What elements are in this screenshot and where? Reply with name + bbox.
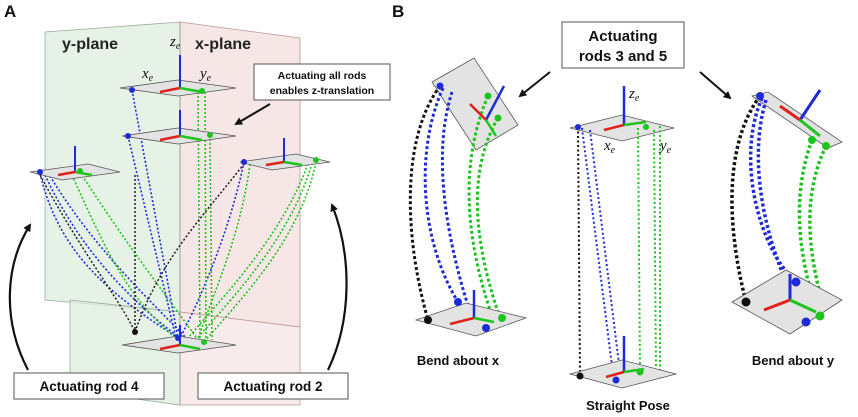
caption-bend-y: Bend about y [752,353,835,368]
rods-bend-left [39,171,199,343]
svg-text:Actuating rod 4: Actuating rod 4 [39,379,138,394]
z-e-label: ze [169,34,181,52]
pose-bend-about-x [408,57,528,337]
svg-text:Actuating: Actuating [588,28,657,45]
callout-rods-3-5: Actuating rods 3 and 5 [518,21,732,100]
pose-straight [568,86,678,389]
arrow-rod-4 [8,223,32,371]
panel-b: B Actuating rods 3 and 5 [392,2,843,413]
panel-a: A y-plane x-plane ze [4,2,391,406]
panel-b-letter: B [392,2,404,21]
svg-text:Actuating rod 2: Actuating rod 2 [223,379,322,394]
caption-straight: Straight Pose [586,398,670,413]
caption-rod-4: Actuating rod 4 [13,372,165,400]
y-plane-label: y-plane [62,36,118,53]
b-y-e-label: ye [658,138,672,156]
plate-base-a [121,325,237,354]
panel-a-letter: A [4,2,16,21]
svg-text:enables z-translation: enables z-translation [270,85,374,97]
arrow-rod-2 [327,203,348,371]
plate-left [29,146,121,181]
svg-text:rods 3 and 5: rods 3 and 5 [579,48,667,65]
callout-z-translation: Actuating all rods enables z-translation [234,63,391,126]
plate-right [239,138,331,171]
y-e-label: ye [198,66,212,84]
x-e-label: xe [141,66,154,84]
plate-middle [121,110,237,145]
b-x-e-label: xe [603,138,616,156]
rods-bend-right [179,161,317,343]
caption-bend-x: Bend about x [417,353,500,368]
plate-top [119,55,237,97]
x-plane-label: x-plane [195,36,251,53]
pose-bend-about-y [730,89,843,335]
caption-rod-2: Actuating rod 2 [197,372,349,400]
svg-text:Actuating all rods: Actuating all rods [278,70,367,82]
b-z-e-label: ze [628,86,640,104]
